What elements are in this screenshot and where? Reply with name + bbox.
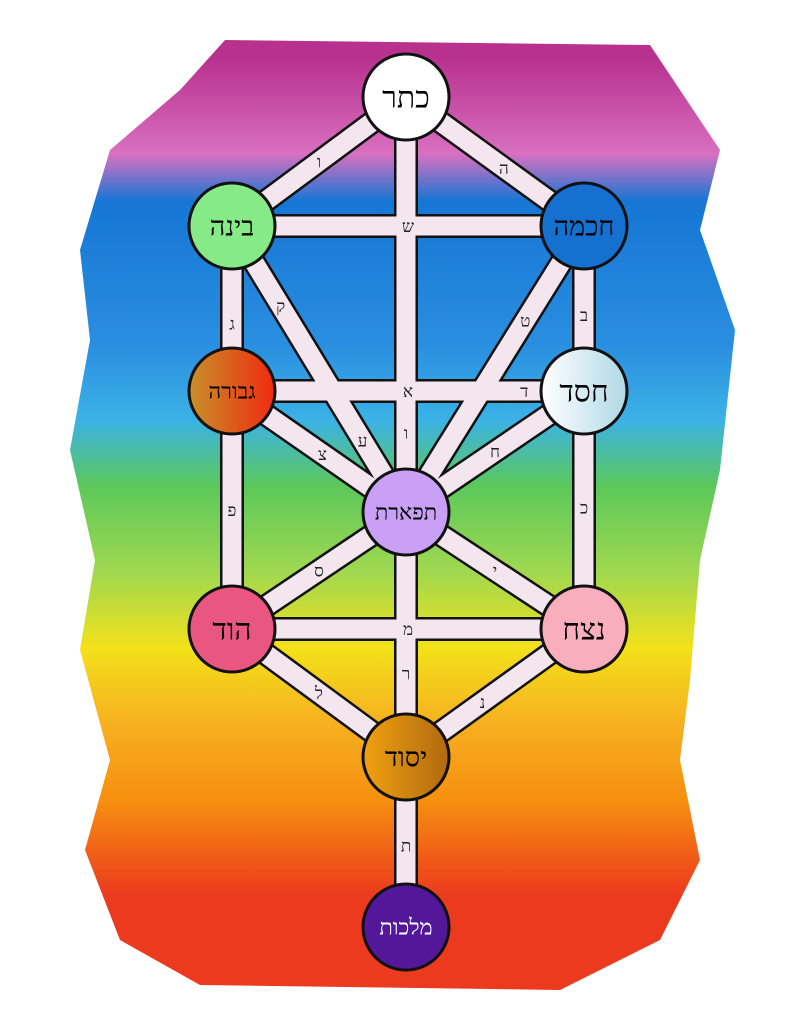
path-letter: כ: [580, 499, 588, 519]
sefira-circle: [539, 181, 629, 271]
sefira-keter: כתר: [361, 52, 451, 142]
path-letter: ה: [499, 159, 509, 179]
sefira-chesed: חסד: [539, 346, 629, 436]
path-chokhmah-tiferet: [397, 220, 593, 518]
sefira-circle: [361, 882, 451, 972]
path-letter: ק: [276, 297, 285, 317]
sefira-label: הוד: [212, 613, 251, 648]
sefira-label: כתר: [382, 81, 430, 116]
path-letter: י: [493, 562, 497, 582]
path-letter: ת: [401, 836, 411, 856]
path-letter: צ: [318, 445, 327, 465]
sefira-label: בינה: [210, 211, 254, 242]
sefira-circle: [539, 346, 629, 436]
sefira-label: יסוד: [385, 742, 427, 773]
sefira-label: תפארת: [375, 501, 437, 526]
path-letter: ס: [314, 562, 324, 582]
sefira-circle: [187, 346, 277, 436]
path-letter: ג: [229, 314, 235, 334]
sefira-label: נצח: [562, 613, 605, 648]
path-letter: ט: [520, 311, 530, 331]
sefira-circle: [187, 181, 277, 271]
sefira-circle: [361, 712, 451, 802]
path-letter: נ: [480, 693, 486, 713]
sefira-label: גבורה: [209, 380, 256, 405]
sefira-binah: בינה: [187, 181, 277, 271]
sefira-circle: [361, 467, 451, 557]
path-letter: א: [403, 382, 413, 402]
sefira-label: חסד: [559, 375, 608, 410]
sefira-label: מלכות: [379, 916, 432, 941]
sefira-circle: [539, 584, 629, 674]
path-letter: ע: [358, 432, 368, 452]
path-letter: ש: [402, 217, 414, 237]
path-letter: ו: [404, 424, 408, 444]
sefira-chokhmah: חכמה: [539, 181, 629, 271]
sefira-yesod: יסוד: [361, 712, 451, 802]
path-letter: מ: [403, 620, 413, 640]
path-letter: ב: [580, 306, 588, 326]
sefira-netzach: נצח: [539, 584, 629, 674]
sefira-tiferet: תפארת: [361, 467, 451, 557]
path-letter: פ: [228, 501, 237, 521]
sefira-label: חכמה: [554, 211, 615, 242]
sefira-gevurah: גבורה: [187, 346, 277, 436]
sefira-circle: [361, 52, 451, 142]
path-binah-tiferet: [223, 221, 415, 517]
path-letter: ר: [402, 665, 410, 685]
sefira-hod: הוד: [187, 584, 277, 674]
sefira-circle: [187, 584, 277, 674]
path-letter: ד: [520, 382, 528, 402]
path-letter: ל: [314, 684, 323, 704]
path-letter: ח: [490, 443, 500, 463]
sefira-malkhut: מלכות: [361, 882, 451, 972]
path-letter: ו: [317, 153, 321, 173]
